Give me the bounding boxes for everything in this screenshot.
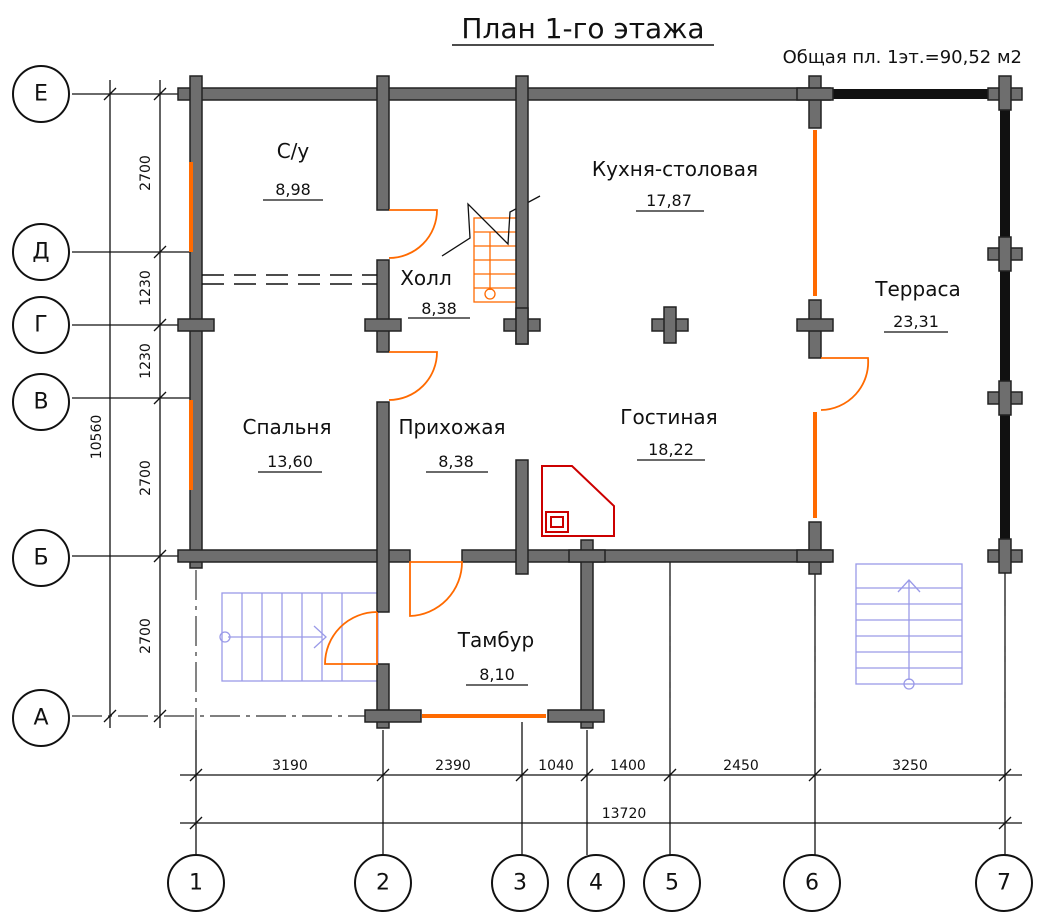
room-hall: Холл 8,38	[400, 266, 470, 319]
room-name: Гостиная	[620, 405, 717, 429]
room-name: Тамбур	[457, 628, 534, 652]
entry-stair-left	[219, 592, 379, 682]
dim-v-2: 1230	[138, 270, 154, 306]
axis-row-v: В	[33, 390, 48, 415]
room-kitchen: Кухня-столовая 17,87	[592, 157, 758, 212]
doors	[324, 209, 870, 665]
dim-v-3: 1230	[138, 343, 154, 379]
room-area: 23,31	[893, 312, 939, 331]
room-bedroom: Спальня 13,60	[243, 415, 332, 473]
axis-col-3: 3	[513, 871, 527, 896]
axis-row-e: Е	[34, 82, 48, 107]
dim-h-3: 1040	[538, 758, 574, 774]
axis-row-d: Д	[32, 240, 49, 265]
total-area: Общая пл. 1эт.=90,52 м2	[783, 47, 1022, 68]
room-name: Кухня-столовая	[592, 157, 758, 181]
dim-h-6: 3250	[892, 758, 928, 774]
axis-col-7: 7	[997, 871, 1011, 896]
dim-v-4: 2700	[138, 460, 154, 496]
room-area: 13,60	[267, 452, 313, 471]
interior-stair	[441, 195, 541, 303]
vertical-dimension-lines	[103, 80, 167, 728]
stove	[541, 465, 615, 537]
axis-row-b: Б	[33, 546, 48, 571]
axis-col-1: 1	[189, 871, 203, 896]
column-axis-lines	[195, 558, 1006, 855]
room-terrace: Терраса 23,31	[874, 277, 961, 333]
room-area: 8,38	[421, 299, 457, 318]
hidden-beam	[202, 274, 377, 285]
dim-v-total: 10560	[89, 415, 105, 460]
walls	[177, 75, 1023, 729]
row-axis-leaders	[72, 93, 380, 717]
room-area: 8,38	[438, 452, 474, 471]
room-name: Холл	[400, 266, 452, 290]
room-area: 8,98	[275, 180, 311, 199]
room-tambour: Тамбур 8,10	[457, 628, 534, 686]
axis-col-2: 2	[376, 871, 390, 896]
room-area: 17,87	[646, 191, 692, 210]
axis-col-6: 6	[805, 871, 819, 896]
plan-title: План 1-го этажа	[461, 12, 704, 45]
room-name: Прихожая	[398, 415, 505, 439]
dim-h-total: 13720	[602, 806, 647, 822]
dim-h-2: 2390	[435, 758, 471, 774]
room-name: Терраса	[874, 277, 960, 301]
room-name: Спальня	[243, 415, 332, 439]
room-area: 8,10	[479, 665, 515, 684]
axis-row-g: Г	[34, 313, 47, 338]
axis-col-5: 5	[665, 871, 679, 896]
column-axis-markers: 1 2 3 4 5 6 7	[167, 854, 1033, 912]
room-area: 18,22	[648, 440, 694, 459]
dim-h-1: 3190	[272, 758, 308, 774]
room-name: С/у	[277, 139, 310, 163]
room-su: С/у 8,98	[263, 139, 323, 201]
axis-row-a: А	[33, 706, 48, 731]
room-living: Гостиная 18,22	[620, 405, 718, 461]
row-axis-markers: Е Д Г В Б А	[12, 65, 70, 747]
entry-stair-terrace	[855, 563, 963, 690]
dim-h-5: 2450	[723, 758, 759, 774]
windows	[189, 130, 817, 718]
dim-v-1: 2700	[138, 155, 154, 191]
dim-h-4: 1400	[610, 758, 646, 774]
axis-col-4: 4	[589, 871, 603, 896]
room-hallway: Прихожая 8,38	[398, 415, 506, 473]
horizontal-dimension-lines	[180, 768, 1022, 830]
dim-v-5: 2700	[138, 618, 154, 654]
